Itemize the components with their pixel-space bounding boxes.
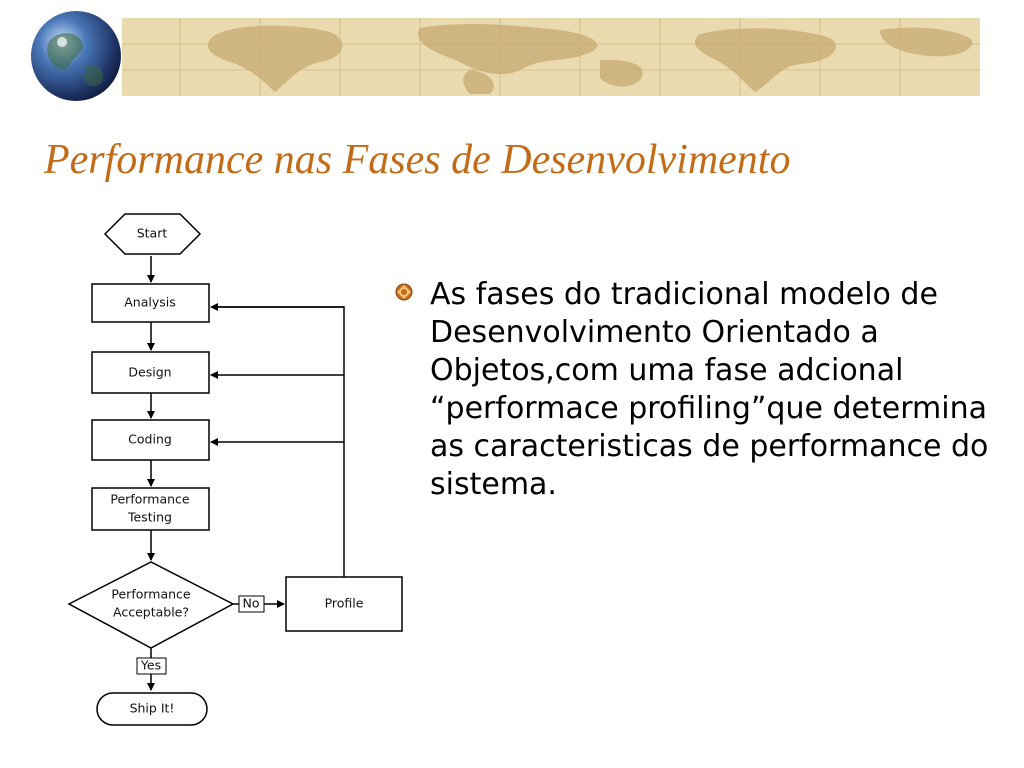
- yes-label-box: [136, 657, 167, 675]
- header-banner: [0, 0, 1024, 110]
- bullet-list: As fases do tradicional modelo de Desenv…: [394, 276, 1014, 504]
- coding-node: [91, 419, 210, 461]
- profile-label: Profile: [325, 596, 364, 611]
- no-label-box: [238, 595, 265, 613]
- decision-label-line1: Performance: [111, 587, 191, 602]
- start-label: Start: [137, 226, 168, 241]
- profile-node: [285, 576, 403, 632]
- performance-decision-node: [67, 561, 235, 649]
- no-edge-label: No: [243, 596, 260, 611]
- ship-it-label: Ship It!: [130, 701, 175, 716]
- performance-testing-label-line2: Testing: [127, 510, 172, 525]
- globe-icon: [31, 11, 121, 101]
- ship-it-node: [96, 692, 208, 726]
- slide-title: Performance nas Fases de Desenvolvimento: [44, 137, 791, 183]
- performance-testing-node: [91, 487, 210, 531]
- yes-edge-label: Yes: [140, 658, 161, 673]
- world-map-band: [122, 18, 980, 96]
- flowchart: Start Analysis Design Coding Performance…: [67, 213, 403, 726]
- bullet-item: As fases do tradicional modelo de Desenv…: [394, 276, 1014, 504]
- coding-label: Coding: [128, 432, 172, 447]
- analysis-label: Analysis: [124, 295, 176, 310]
- decision-label-line2: Acceptable?: [113, 605, 189, 620]
- bullet-text: As fases do tradicional modelo de Desenv…: [430, 277, 989, 502]
- performance-testing-label-line1: Performance: [110, 492, 190, 507]
- design-node: [91, 351, 210, 394]
- design-label: Design: [128, 365, 171, 380]
- bullet-diamond-icon: [394, 276, 430, 306]
- analysis-node: [91, 283, 210, 323]
- start-node: [103, 213, 202, 255]
